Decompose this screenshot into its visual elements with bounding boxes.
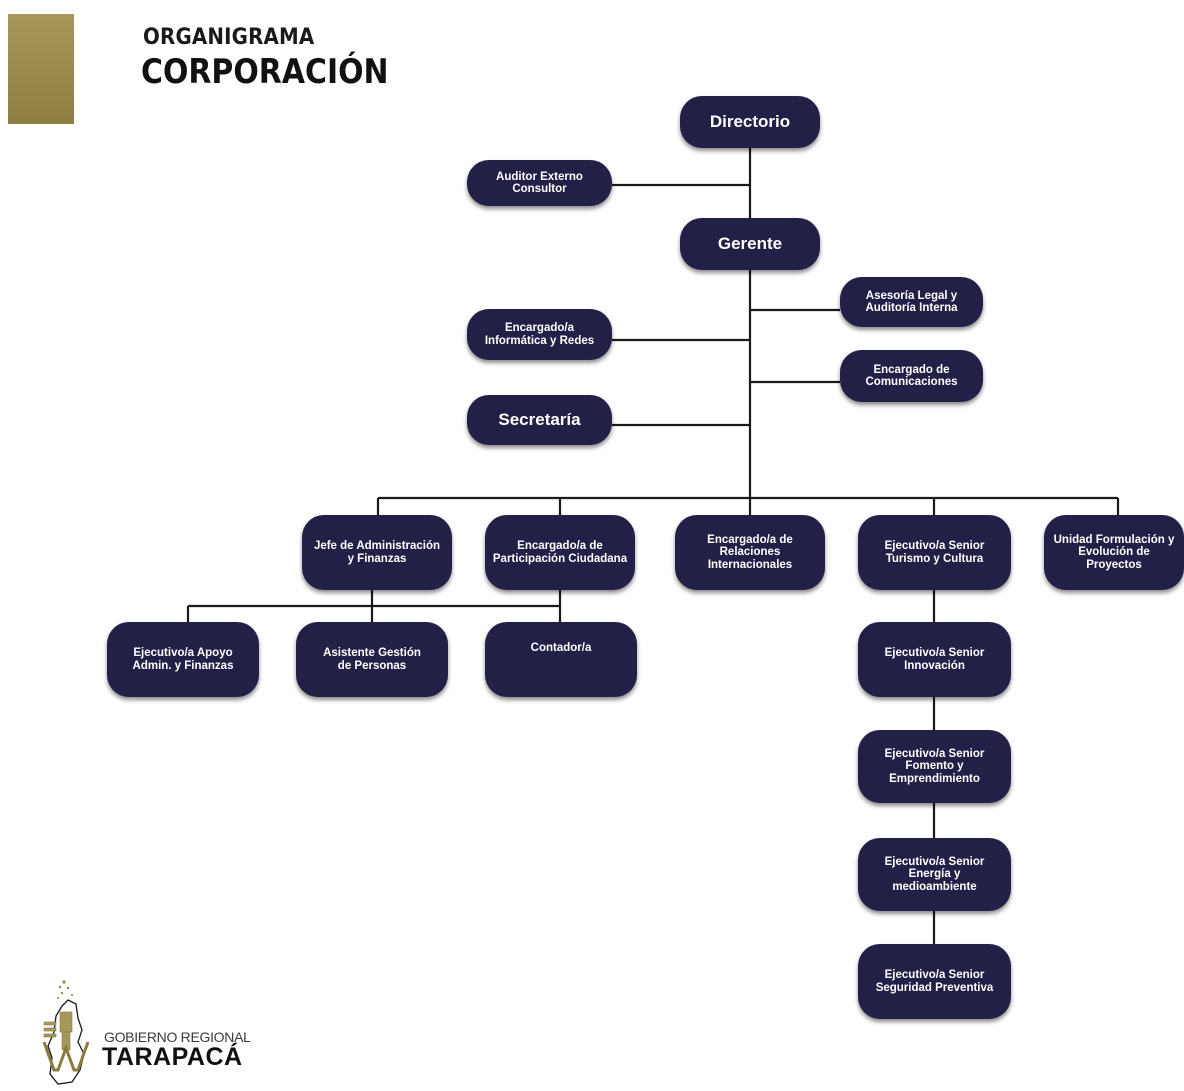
node-asistente-gestion: Asistente Gestión de Personas bbox=[296, 622, 448, 697]
node-jefe-administracion: Jefe de Administración y Finanzas bbox=[302, 515, 452, 590]
node-formulacion-proyectos: Unidad Formulación y Evolución de Proyec… bbox=[1044, 515, 1184, 590]
node-comunicaciones: Encargado de Comunicaciones bbox=[840, 350, 983, 402]
node-fomento: Ejecutivo/a Senior Fomento y Emprendimie… bbox=[858, 730, 1011, 803]
node-participacion-ciudadana: Encargado/a de Participación Ciudadana bbox=[485, 515, 635, 590]
node-secretaria: Secretaría bbox=[467, 395, 612, 445]
node-energia: Ejecutivo/a Senior Energía y medioambien… bbox=[858, 838, 1011, 911]
node-seguridad: Ejecutivo/a Senior Seguridad Preventiva bbox=[858, 944, 1011, 1019]
node-asesoria-legal: Asesoría Legal y Auditoría Interna bbox=[840, 277, 983, 327]
node-innovacion: Ejecutivo/a Senior Innovación bbox=[858, 622, 1011, 697]
gobierno-regional-logo-icon bbox=[42, 980, 90, 1085]
logo-text-tarapaca: TARAPACÁ bbox=[102, 1043, 243, 1071]
page-title: CORPORACIÓN bbox=[141, 52, 389, 92]
node-ejecutivo-apoyo: Ejecutivo/a Apoyo Admin. y Finanzas bbox=[107, 622, 259, 697]
accent-bar bbox=[8, 14, 74, 124]
logo-text-gobierno: GOBIERNO REGIONAL bbox=[104, 1029, 251, 1045]
node-turismo-cultura: Ejecutivo/a Senior Turismo y Cultura bbox=[858, 515, 1011, 590]
node-informatica: Encargado/a Informática y Redes bbox=[467, 309, 612, 360]
node-auditor-externo: Auditor Externo Consultor bbox=[467, 160, 612, 206]
node-directorio: Directorio bbox=[680, 96, 820, 148]
node-relaciones-internacionales: Encargado/a de Relaciones Internacionale… bbox=[675, 515, 825, 590]
node-gerente: Gerente bbox=[680, 218, 820, 270]
node-contador: Contador/a bbox=[485, 622, 637, 697]
page-subtitle: ORGANIGRAMA bbox=[143, 25, 315, 50]
